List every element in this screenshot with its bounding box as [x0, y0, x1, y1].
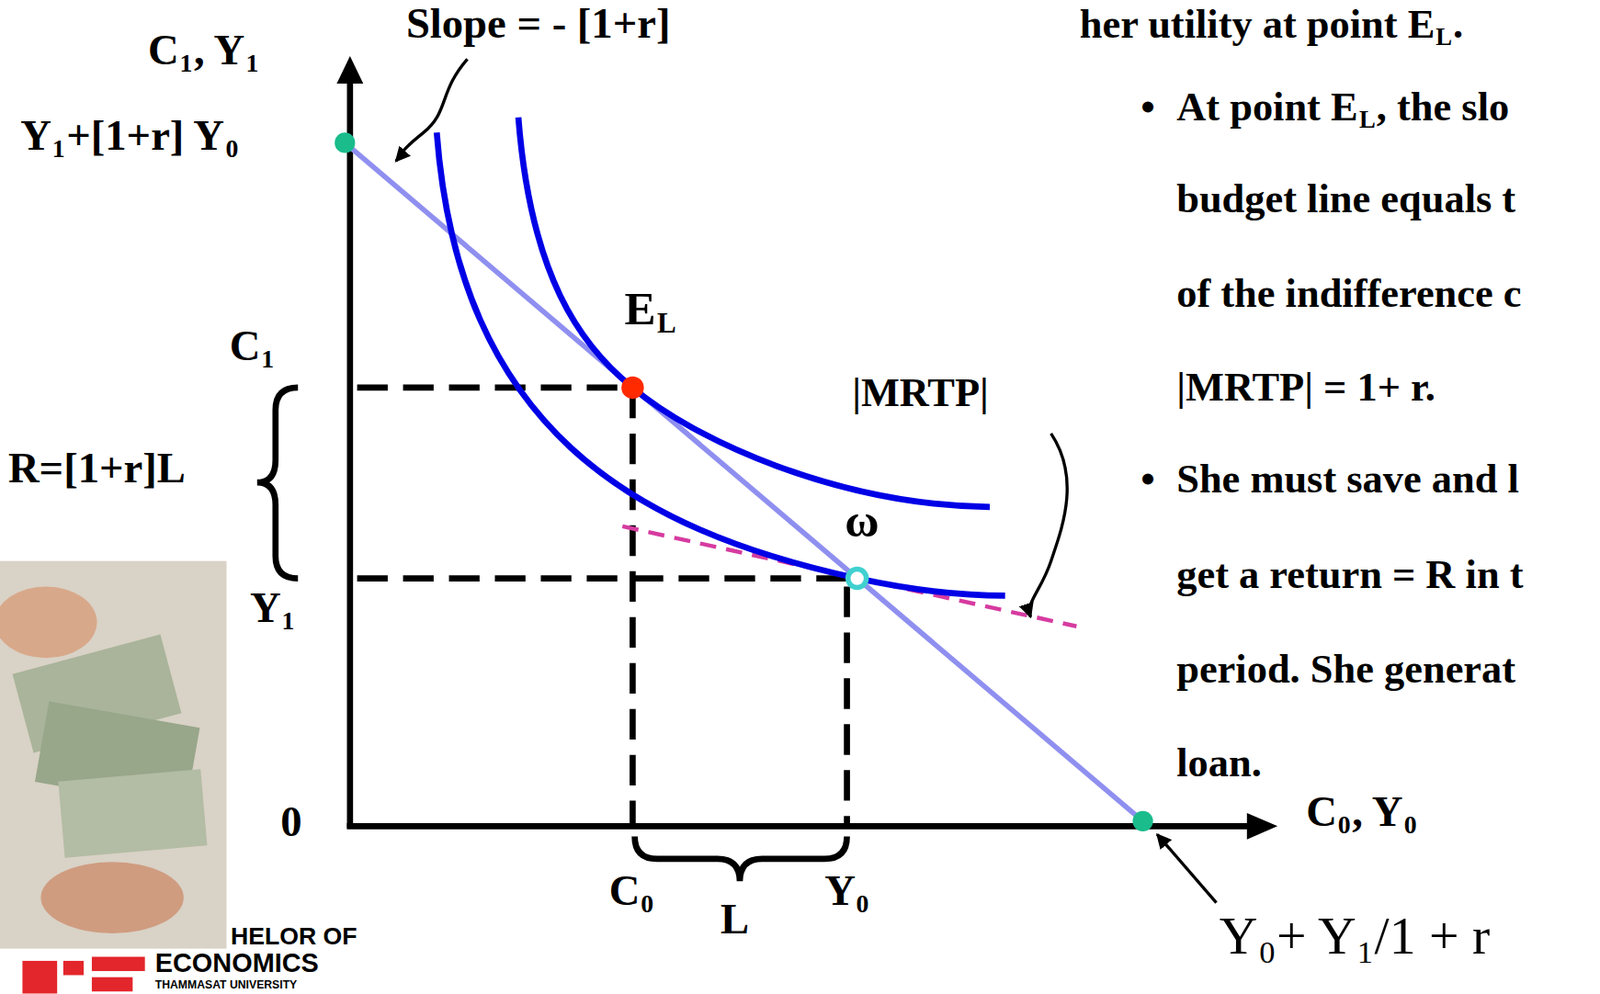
diagram-label: budget line equals t: [1176, 178, 1516, 219]
diagram-label: L: [657, 308, 677, 338]
diagram-label: |MRTP|: [851, 372, 989, 413]
diagram-label: get a return = R in t: [1176, 554, 1523, 595]
diagram-label: Y: [824, 869, 856, 913]
diagram-label: |MRTP| = 1+ r.: [1176, 367, 1436, 409]
leader-line: [396, 58, 468, 161]
diagram-label: HELOR OF: [230, 924, 358, 950]
curly-brace: [635, 836, 848, 882]
diagram-label: •: [1140, 86, 1156, 127]
diagram-label: C: [147, 28, 180, 72]
diagram-label: 0: [640, 890, 654, 917]
diagram-label: Y: [20, 113, 52, 158]
axis-arrowhead: [336, 56, 364, 84]
diagram-label: , Y: [1351, 791, 1403, 835]
diagram-label: 1: [179, 49, 193, 76]
diagram-label: L: [1359, 107, 1376, 133]
diagram-label: 1: [260, 345, 274, 372]
endowment-point: [848, 569, 867, 589]
leader-line: [1157, 834, 1216, 903]
diagram-label: R=[1+r]L: [8, 446, 186, 490]
axis-arrowhead: [1247, 813, 1278, 840]
diagram-label: 0: [856, 890, 870, 917]
diagram-label: her utility at point E: [1079, 3, 1436, 45]
guide-line: [357, 575, 858, 582]
diagram-label: + Y: [1276, 909, 1357, 964]
optimum-point: [621, 376, 644, 399]
logo-shape: [91, 977, 133, 993]
guide-line: [843, 586, 851, 827]
diagram-label: 0: [225, 136, 239, 162]
diagram-label: C: [609, 869, 641, 913]
university-logo: [22, 956, 145, 994]
logo-shape: [22, 961, 57, 994]
diagram-label: 1: [1357, 936, 1374, 968]
banknote: [57, 769, 207, 859]
intercept-point: [334, 132, 355, 153]
diagram-label: of the indifference c: [1176, 273, 1521, 315]
diagram-label: C: [1305, 791, 1338, 835]
diagram-label: •: [1140, 459, 1156, 500]
diagram-label: C: [229, 324, 261, 368]
logo-shape: [91, 956, 146, 972]
diagram-label: , Y: [193, 28, 245, 72]
intercept-point: [1132, 811, 1153, 832]
logo-shape: [63, 961, 84, 976]
diagram-label: 1: [281, 608, 295, 635]
diagram-label: E: [624, 285, 657, 333]
diagram-label: 0: [280, 801, 302, 845]
hand: [0, 586, 97, 659]
y-axis: [347, 76, 354, 829]
diagram-label: 0: [1338, 812, 1351, 839]
guide-line: [357, 385, 634, 392]
diagram-label: At point E: [1176, 86, 1358, 127]
leader-line: [1029, 433, 1067, 618]
guide-line: [629, 387, 636, 827]
diagram-label: +[1+r] Y: [66, 113, 225, 158]
diagram-label: 1: [52, 136, 66, 162]
diagram-label: L: [1435, 24, 1453, 50]
diagram-label: Y: [249, 586, 282, 630]
diagram-label: Slope = - [1+r]: [406, 1, 671, 46]
diagram-label: She must save and l: [1176, 459, 1520, 500]
diagram-label: 0: [1404, 812, 1418, 839]
diagram-label: 1: [246, 49, 260, 76]
hand: [40, 862, 183, 934]
indifference-curve: [518, 117, 990, 508]
diagram-label: /1 + r: [1374, 909, 1491, 964]
budget-line: [344, 142, 1143, 821]
diagram-label: , the slo: [1376, 86, 1510, 127]
diagram-label: ω: [844, 498, 879, 545]
diagram-label: .: [1452, 3, 1464, 45]
diagram-label: THAMMASAT UNIVERSITY: [155, 979, 297, 991]
diagram-label: ECONOMICS: [155, 950, 319, 977]
diagram-label: Y: [1219, 909, 1259, 964]
diagram-label: L: [720, 897, 749, 942]
indifference-curve: [436, 132, 1005, 596]
x-axis: [347, 823, 1251, 830]
curly-brace: [257, 387, 298, 579]
diagram-label: loan.: [1176, 742, 1262, 783]
diagram-label: period. She generat: [1176, 648, 1516, 690]
diagram-label: 0: [1259, 936, 1275, 968]
money-photo: [0, 561, 227, 950]
